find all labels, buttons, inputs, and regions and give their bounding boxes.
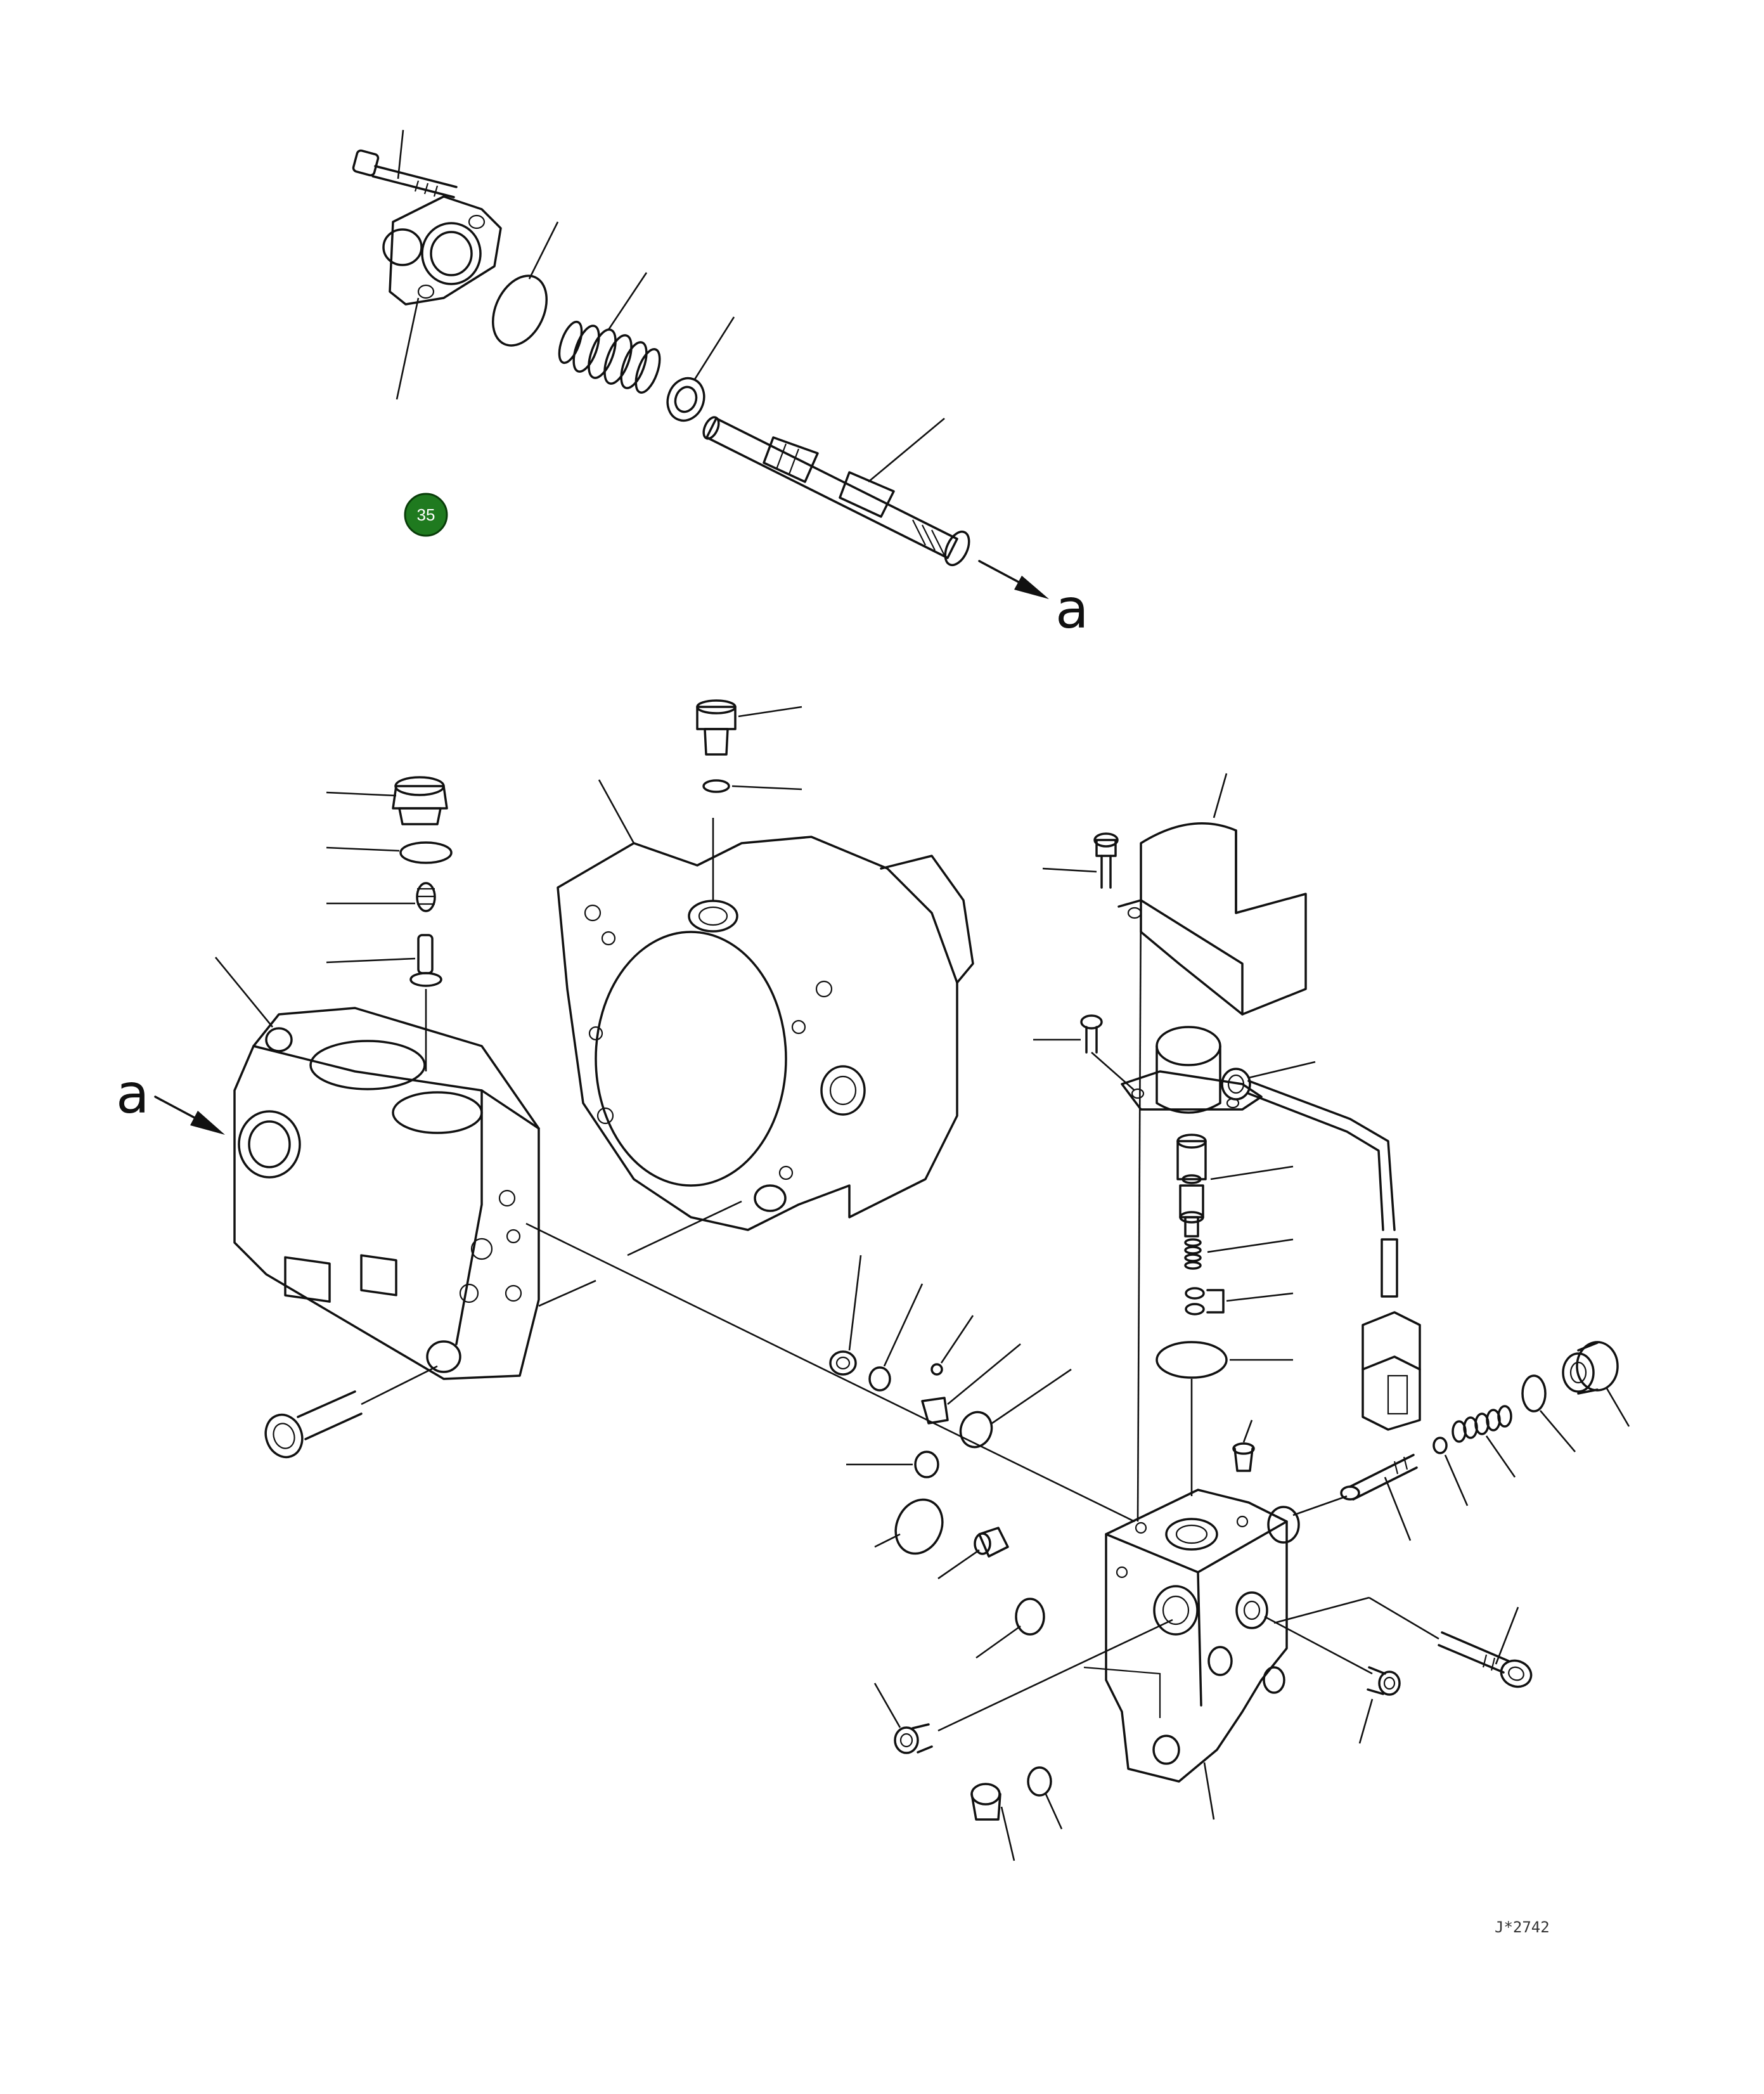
large-o-ring: [1156, 1341, 1228, 1379]
leader-line: [326, 791, 397, 797]
connection-line: [1292, 1495, 1348, 1516]
flange-cover: [382, 195, 502, 306]
leader-line: [1042, 867, 1097, 873]
leader-line: [598, 779, 635, 844]
callout-badge-label[interactable]: 35: [417, 505, 435, 524]
small-spring: [1184, 1238, 1202, 1270]
leader-line: [975, 1625, 1021, 1659]
leader-line: [326, 846, 400, 852]
leader-line: [1210, 1165, 1294, 1180]
section-arrow-top: [978, 560, 1049, 599]
right-valve-block: [1083, 1489, 1300, 1783]
drawing-code: J*2742: [1495, 1918, 1550, 1936]
leader-line: [1358, 1698, 1374, 1744]
valve-spool: [702, 416, 970, 567]
leader-line: [848, 1255, 862, 1351]
lower-right-plug: [1367, 1666, 1401, 1696]
leader-line: [731, 785, 802, 791]
connection-line: [1264, 1615, 1373, 1675]
leader-line: [1213, 773, 1228, 818]
lower-left-plug: [894, 1723, 933, 1754]
connection-line: [538, 1279, 596, 1307]
leader-line: [883, 1283, 924, 1367]
cover-screw: [1093, 832, 1119, 889]
left-valve-body: [233, 1007, 540, 1380]
o-ring: [894, 1498, 944, 1555]
small-ring: [1432, 1437, 1448, 1454]
leader-line: [1495, 1606, 1519, 1665]
connection-line: [1091, 1052, 1135, 1091]
right-cap-plug: [1562, 1341, 1619, 1395]
connection-line: [1136, 887, 1142, 1522]
connection-line: [1273, 1596, 1370, 1624]
connection-line: [1368, 1596, 1439, 1640]
spring: [558, 320, 661, 394]
o-ring: [702, 779, 730, 793]
left-cap-bolt: [264, 1365, 438, 1459]
housing-plug: [696, 699, 737, 793]
o-ring: [914, 1451, 939, 1478]
solenoid-valve-spool: [1176, 1134, 1207, 1238]
connection-line: [627, 1200, 742, 1257]
leader-line: [1248, 1061, 1316, 1079]
pump-housing: [557, 818, 974, 1231]
leader-line: [528, 221, 559, 280]
left-plug-stack: [392, 776, 453, 1071]
leader-line: [693, 316, 735, 381]
o-ring: [399, 841, 453, 864]
leader-line: [991, 1368, 1072, 1425]
solenoid: [1121, 1026, 1396, 1231]
leader-line: [1384, 1477, 1412, 1541]
o-ring: [1027, 1766, 1052, 1797]
small-seals: [829, 1350, 993, 1449]
leader-line: [1203, 1762, 1215, 1820]
leader-line: [1444, 1454, 1469, 1506]
connection-line: [937, 1619, 1173, 1732]
shim-washers: [1185, 1287, 1225, 1315]
leader-line: [607, 272, 648, 330]
leader-line: [1540, 1410, 1576, 1452]
leader-line: [397, 129, 404, 179]
leader-line: [873, 1683, 901, 1728]
leader-line: [937, 1549, 980, 1580]
o-ring: [1015, 1598, 1045, 1636]
leader-line: [214, 957, 274, 1028]
small-plug: [974, 1527, 1009, 1558]
callout-badge[interactable]: 35: [404, 493, 448, 537]
leader-line: [940, 1315, 974, 1364]
section-label-left: a: [116, 1063, 150, 1126]
leader-line: [874, 1533, 901, 1548]
leader-line: [1226, 1292, 1294, 1302]
leader-line: [947, 1343, 1021, 1406]
leader-line: [396, 297, 420, 400]
section-label-top: a: [1055, 578, 1089, 641]
section-arrow-left: [154, 1095, 225, 1135]
top-cap-screw: [352, 149, 458, 198]
o-ring: [1521, 1374, 1547, 1412]
leader-line: [1606, 1388, 1630, 1427]
washer: [666, 377, 705, 422]
connection-line: [525, 1222, 1135, 1523]
leader-line: [326, 957, 416, 964]
solenoid-cover: [1117, 822, 1307, 1016]
top-subassembly: a: [352, 129, 1089, 641]
leader-line: [1242, 1419, 1253, 1443]
o-ring: [491, 275, 548, 347]
lower-right-bolt: [1438, 1631, 1533, 1688]
leader-line: [868, 418, 945, 482]
wire-connector: [1362, 1238, 1421, 1431]
leader-line: [1045, 1793, 1063, 1830]
right-spring: [1452, 1405, 1512, 1443]
leader-line: [1000, 1806, 1015, 1861]
solenoid-screw: [1080, 1014, 1103, 1054]
small-check-plug: [1232, 1442, 1255, 1472]
leader-line: [1207, 1238, 1294, 1253]
bottom-plug: [970, 1783, 1001, 1821]
leader-line: [738, 706, 802, 718]
leader-line: [1485, 1435, 1516, 1478]
right-pin: [1340, 1454, 1418, 1501]
